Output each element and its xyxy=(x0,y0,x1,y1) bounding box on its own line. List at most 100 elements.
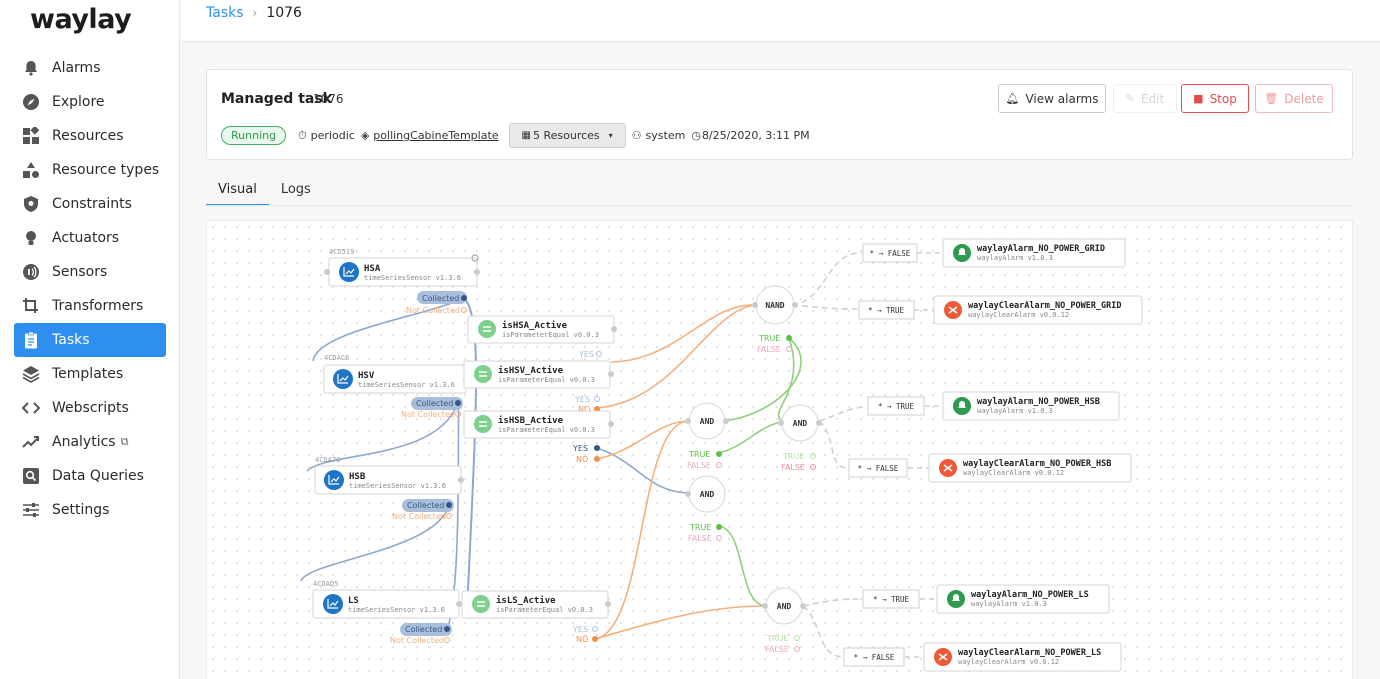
false-label: FALSE xyxy=(687,461,711,470)
gate-and-2[interactable]: AND xyxy=(778,404,822,442)
gate-and-1[interactable]: AND xyxy=(685,402,729,440)
sidebar-item-sensors[interactable]: Sensors xyxy=(14,255,166,289)
no-label: NO xyxy=(576,635,588,644)
condition-false-ls[interactable]: * → FALSE xyxy=(843,647,905,667)
sensor-name: HSV xyxy=(358,371,375,381)
condition-true-grid[interactable]: * → TRUE xyxy=(858,300,915,320)
state-hsv-collected: Collected Not Collected xyxy=(401,397,463,419)
gate-label: AND xyxy=(777,602,792,611)
sidebar-item-analytics[interactable]: Analytics ⧉ xyxy=(14,425,166,459)
gate-nand[interactable]: NAND xyxy=(752,285,798,325)
actuator-clear-hsb[interactable]: waylayClearAlarm_NO_POWER_HSB waylayClea… xyxy=(928,453,1132,483)
sidebar-item-actuators[interactable]: Actuators xyxy=(14,221,166,255)
gate-and-4[interactable]: AND xyxy=(762,587,806,625)
condition-false-grid[interactable]: * → FALSE xyxy=(862,243,918,263)
compass-icon xyxy=(22,93,40,111)
bell-icon: 🔔︎ xyxy=(1005,92,1020,105)
yes-label: YES xyxy=(578,350,594,359)
sidebar-item-resources[interactable]: Resources xyxy=(14,119,166,153)
param-node-hsa[interactable]: isHSA_Active isParameterEqual v0.0.3 xyxy=(467,315,617,344)
sensor-node-hsa[interactable]: 4CD519 HSA timeSeriesSensor v1.3.6 xyxy=(324,248,480,287)
sensor-node-hsv[interactable]: 4CDAC6 HSV timeSeriesSensor v1.3.6 xyxy=(323,354,469,394)
view-alarms-button[interactable]: 🔔︎View alarms xyxy=(998,84,1106,113)
param-node-hsv[interactable]: isHSV_Active isParameterEqual v0.0.3 xyxy=(463,360,614,389)
param-node-ls[interactable]: isLS_Active isParameterEqual v0.0.3 xyxy=(461,590,611,619)
sensor-node-hsb[interactable]: 4CDA70 HSB timeSeriesSensor v1.3.6 xyxy=(314,456,464,495)
not-collected-label: Not Collected xyxy=(390,636,444,645)
condition-false-hsb[interactable]: * → FALSE xyxy=(848,458,908,478)
sensor-node-ls[interactable]: 4CDAD5 LS timeSeriesSensor v1.3.6 xyxy=(312,580,462,619)
actuator-type: waylayClearAlarm v0.0.12 xyxy=(963,469,1064,477)
equals-icon xyxy=(472,595,490,613)
yes-label: YES xyxy=(572,444,588,453)
sensor-type: timeSeriesSensor v1.3.6 xyxy=(358,381,455,389)
gate-and-3[interactable]: AND xyxy=(685,475,726,513)
actuator-name: waylayAlarm_NO_POWER_HSB xyxy=(977,397,1100,407)
task-type: ⏱periodic xyxy=(298,129,355,143)
template-link[interactable]: pollingCabineTemplate xyxy=(373,129,499,142)
actuator-clear-ls[interactable]: waylayClearAlarm_NO_POWER_LS waylayClear… xyxy=(923,642,1122,672)
resources-label: 5 Resources xyxy=(532,129,600,142)
edge-hsv-nand xyxy=(610,304,756,363)
delete-button[interactable]: 🗑︎Delete xyxy=(1255,84,1333,113)
edge-and3-true xyxy=(802,598,863,607)
sidebar-item-webscripts[interactable]: Webscripts xyxy=(14,391,166,425)
param-name: isHSV_Active xyxy=(498,365,564,376)
sidebar-item-data-queries[interactable]: Data Queries xyxy=(14,459,166,493)
task-graph[interactable]: 4CD519 HSA timeSeriesSensor v1.3.6 Colle… xyxy=(207,221,1353,679)
caret-down-icon: ▾ xyxy=(608,131,613,140)
edge-no-and1 xyxy=(596,420,690,460)
tab-visual[interactable]: Visual xyxy=(206,178,269,206)
actuator-alarm-grid[interactable]: waylayAlarm_NO_POWER_GRID waylayAlarm v1… xyxy=(942,238,1126,268)
sidebar-item-label: Sensors xyxy=(52,264,108,280)
sidebar-item-constraints[interactable]: Constraints xyxy=(14,187,166,221)
actuator-alarm-hsb[interactable]: waylayAlarm_NO_POWER_HSB waylayAlarm v1.… xyxy=(942,391,1120,421)
gate-label: AND xyxy=(700,490,715,499)
sidebar-item-resource-types[interactable]: Resource types xyxy=(14,153,166,187)
search-box-icon xyxy=(22,467,40,485)
sliders-icon xyxy=(22,501,40,519)
sensor-tag: 4CD519 xyxy=(329,248,354,256)
condition-label: * → TRUE xyxy=(878,402,915,411)
param-name: isHSA_Active xyxy=(502,320,568,331)
sidebar-item-label: Templates xyxy=(52,366,124,382)
sidebar-item-explore[interactable]: Explore xyxy=(14,85,166,119)
actuator-name: waylayClearAlarm_NO_POWER_GRID xyxy=(968,301,1122,311)
param-node-hsb[interactable]: isHSB_Active isParameterEqual v0.0.3 xyxy=(463,410,614,439)
param-type: isParameterEqual v0.0.3 xyxy=(502,331,599,339)
sidebar-item-label: Constraints xyxy=(52,196,132,212)
edit-button[interactable]: ✎Edit xyxy=(1113,84,1177,113)
waylay-logo[interactable]: waylay xyxy=(30,4,132,35)
condition-label: * → FALSE xyxy=(870,249,911,258)
param-type: isParameterEqual v0.0.3 xyxy=(498,376,595,384)
sidebar-item-label: Webscripts xyxy=(52,400,129,416)
sidebar-item-tasks[interactable]: Tasks xyxy=(14,323,166,357)
task-title: Managed task xyxy=(221,91,332,107)
stop-button[interactable]: ■Stop xyxy=(1181,84,1249,113)
actuator-alarm-ls[interactable]: waylayAlarm_NO_POWER_LS waylayAlarm v1.0… xyxy=(936,584,1110,614)
sidebar-item-transformers[interactable]: Transformers xyxy=(14,289,166,323)
chart-icon xyxy=(333,369,353,389)
collected-label: Collected xyxy=(405,625,442,634)
condition-true-hsb[interactable]: * → TRUE xyxy=(867,396,925,416)
task-user-label: system xyxy=(645,129,686,142)
edge-nand-true xyxy=(791,304,858,310)
sidebar-item-settings[interactable]: Settings xyxy=(14,493,166,527)
sidebar: waylay Alarms Explore Resources Resource… xyxy=(0,0,180,679)
settings-icon[interactable] xyxy=(471,254,479,262)
sidebar-item-alarms[interactable]: Alarms xyxy=(14,51,166,85)
actuator-clear-grid[interactable]: waylayClearAlarm_NO_POWER_GRID waylayCle… xyxy=(933,295,1143,325)
sidebar-item-templates[interactable]: Templates xyxy=(14,357,166,391)
resources-dropdown[interactable]: ▦5 Resources▾ xyxy=(508,123,626,148)
task-graph-canvas[interactable]: 4CD519 HSA timeSeriesSensor v1.3.6 Colle… xyxy=(206,220,1353,679)
sensor-name: HSA xyxy=(364,264,381,274)
tabs: Visual Logs xyxy=(206,178,323,206)
task-card: Managed task 1076 Running ⏱periodic ◈pol… xyxy=(206,69,1353,160)
breadcrumb-tasks-link[interactable]: Tasks xyxy=(206,5,244,21)
layers-icon xyxy=(22,365,40,383)
tab-logs[interactable]: Logs xyxy=(280,182,311,197)
condition-true-ls[interactable]: * → TRUE xyxy=(862,589,920,609)
sidebar-item-label: Alarms xyxy=(52,60,101,76)
collected-label: Collected xyxy=(422,294,459,303)
sensor-icon xyxy=(22,263,40,281)
